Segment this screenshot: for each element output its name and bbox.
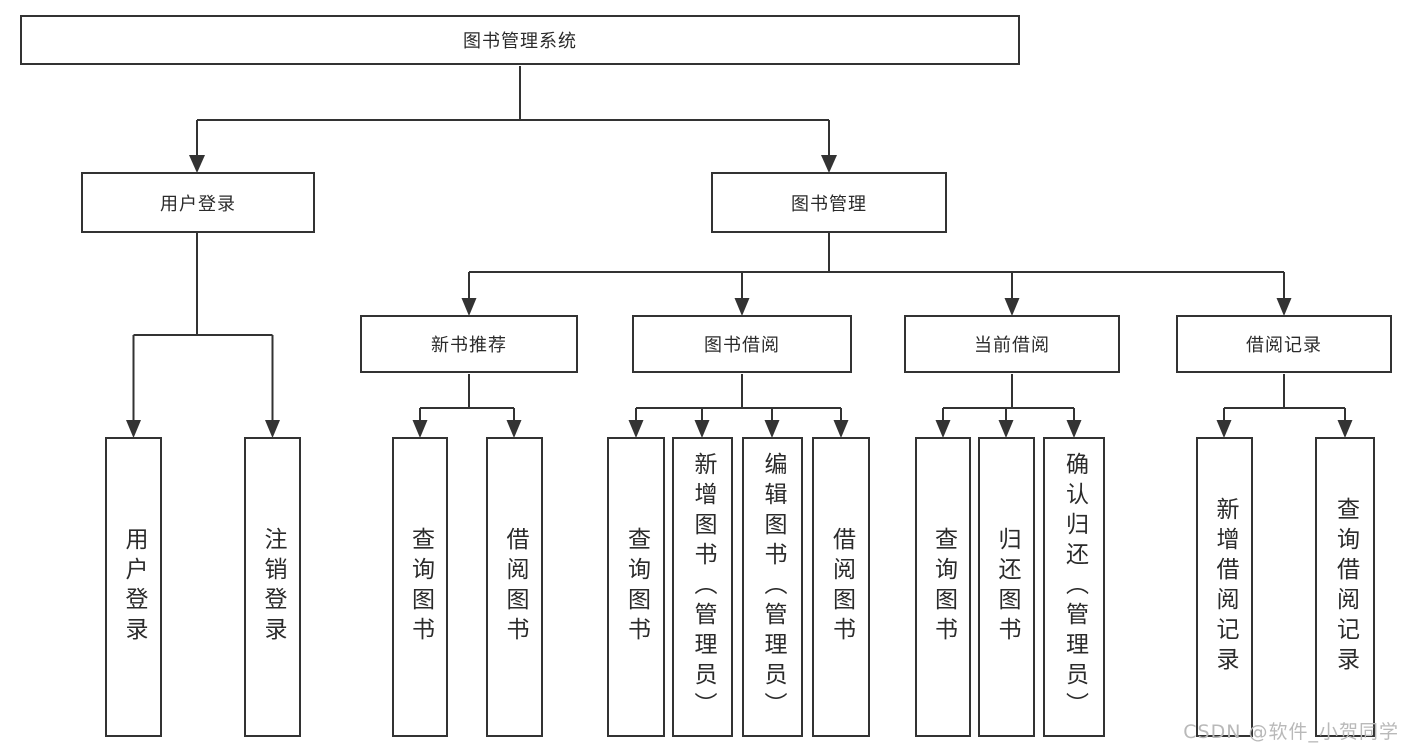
leaf-label: 新增图书（管理员）	[690, 452, 716, 722]
leaf-label: 新增借阅记录	[1212, 497, 1238, 677]
leaf-label: 归还图书	[994, 527, 1020, 647]
node-book-borrow: 图书借阅	[632, 315, 852, 373]
watermark: CSDN @软件_小贺同学	[1183, 721, 1399, 743]
leaf-label: 查询图书	[623, 527, 650, 647]
leaf-label: 确认归还（管理员）	[1061, 452, 1088, 722]
leaf-return-book: 归还图书	[978, 437, 1035, 737]
node-borrow-records: 借阅记录	[1176, 315, 1392, 373]
leaf-query-books-current: 查询图书	[915, 437, 971, 737]
leaf-user-login: 用户登录	[105, 437, 162, 737]
node-current-borrow: 当前借阅	[904, 315, 1120, 373]
node-new-book-recommend: 新书推荐	[360, 315, 578, 373]
node-label: 借阅记录	[1246, 335, 1322, 356]
node-label: 图书管理	[791, 193, 867, 215]
leaf-logout: 注销登录	[244, 437, 301, 737]
leaf-borrow-books: 借阅图书	[812, 437, 870, 737]
leaf-edit-book-admin: 编辑图书（管理员）	[742, 437, 803, 737]
connector-current-to-leaves	[942, 374, 1075, 421]
leaf-label: 注销登录	[260, 527, 286, 647]
connector-records-to-leaves	[1223, 374, 1346, 421]
connector-book-mgmt-to-level3	[468, 233, 1285, 299]
connector-user-login-to-leaves	[132, 233, 274, 421]
node-label: 图书借阅	[704, 335, 780, 356]
leaf-label: 编辑图书（管理员）	[760, 452, 786, 722]
node-label: 图书管理系统	[463, 31, 577, 52]
leaf-label: 借阅图书	[502, 527, 528, 647]
connector-borrow-to-leaves	[635, 374, 842, 421]
leaf-query-borrow-record: 查询借阅记录	[1315, 437, 1375, 737]
node-book-management: 图书管理	[711, 172, 947, 233]
leaf-add-borrow-record: 新增借阅记录	[1196, 437, 1253, 737]
leaf-label: 用户登录	[121, 527, 147, 647]
connector-newbook-to-leaves	[419, 374, 515, 421]
leaf-query-books-recommend: 查询图书	[392, 437, 448, 737]
leaf-label: 查询图书	[407, 527, 434, 647]
node-user-login: 用户登录	[81, 172, 315, 233]
arrowheads	[126, 155, 1353, 438]
leaf-label: 查询借阅记录	[1332, 497, 1359, 677]
leaf-borrow-books-recommend: 借阅图书	[486, 437, 543, 737]
node-label: 新书推荐	[431, 335, 507, 356]
node-label: 当前借阅	[974, 335, 1050, 356]
node-label: 用户登录	[160, 193, 236, 215]
leaf-add-book-admin: 新增图书（管理员）	[672, 437, 733, 737]
connector-root-to-level2	[196, 66, 830, 156]
leaf-query-books-borrow: 查询图书	[607, 437, 665, 737]
node-root-system: 图书管理系统	[20, 15, 1020, 65]
leaf-label: 查询图书	[930, 527, 957, 647]
leaf-label: 借阅图书	[828, 527, 855, 647]
leaf-confirm-return-admin: 确认归还（管理员）	[1043, 437, 1105, 737]
